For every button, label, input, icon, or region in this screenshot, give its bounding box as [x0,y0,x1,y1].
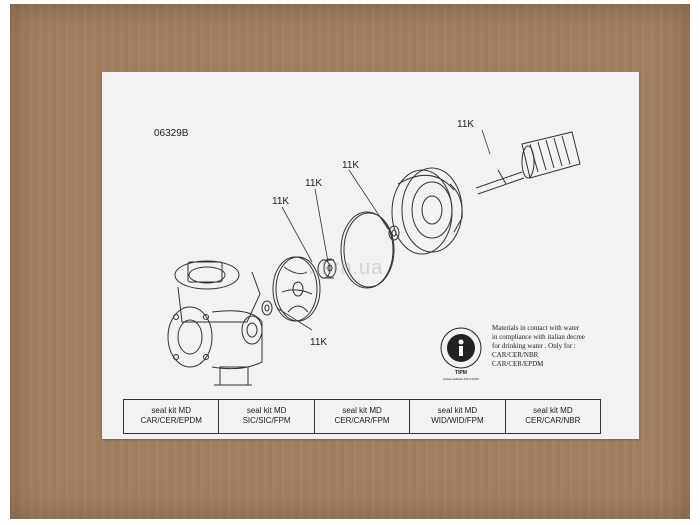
certification-logo-text: TIPM [455,370,467,376]
callout-leaders [276,129,491,331]
seal-kit-cell: seal kit MD CAR/CER/EPDM [124,400,220,433]
motor-shaft-illustration [475,131,581,195]
pump-body-illustration [167,260,263,386]
callout-label: 11K [310,337,327,348]
seal-kit-cell: seal kit MD SIC/SIC/FPM [219,400,315,433]
seal-kit-title: seal kit MD [533,406,573,415]
seal-kit-title: seal kit MD [342,406,382,415]
certification-line: for drinking water . Only for : [492,342,576,350]
seal-kit-code: CER/CAR/NBR [525,416,581,425]
part-code: 06329B [154,128,189,139]
certification-line: CAR/CER/NBR [492,351,539,359]
exploded-pump-drawing: 11K 11K 11K 11K 11K [167,119,581,386]
o-ring-illustration [340,211,395,289]
seal-kit-title: seal kit MD [151,406,191,415]
seal-cover-illustration [391,167,463,255]
certification-line: CAR/CER/EPDM [492,360,544,368]
seal-kit-cell: seal kit MD WID/WID/FPM [410,400,506,433]
seal-kit-code: CER/CAR/FPM [334,416,390,425]
seal-kit-cell: seal kit MD CER/CAR/FPM [315,400,411,433]
certification-line: Materials in contact with water [492,324,580,332]
drinking-water-certification: TIPM prodotto qualificato D.M.174/2004 M… [432,324,602,394]
impeller-nut-illustration [261,300,273,316]
certification-logo-subtext: prodotto qualificato D.M.174/2004 [443,378,480,381]
seal-kit-table: seal kit MD CAR/CER/EPDM seal kit MD SIC… [123,399,601,434]
certification-line: in compliance with italian decree [492,333,585,341]
seal-kit-title: seal kit MD [246,406,287,415]
callout-label: 11K [457,119,474,130]
seal-kit-code: SIC/SIC/FPM [242,416,291,425]
seal-kit-code: CAR/CER/EPDM [140,416,202,425]
product-label: 06329B [102,72,639,439]
callout-label: 11K [272,196,289,207]
seal-kit-code: WID/WID/FPM [431,416,484,425]
callout-label: 11K [342,160,359,171]
watermark: ...krn.ua [302,257,384,279]
certification-logo-icon: TIPM prodotto qualificato D.M.174/2004 [440,327,482,381]
cardboard-box: 06329B [10,4,690,519]
seal-kit-title: seal kit MD [437,406,478,415]
certification-text: Materials in contact with water in compl… [492,324,602,369]
seal-kit-cell: seal kit MD CER/CAR/NBR [506,400,600,433]
callout-label: 11K [305,178,322,189]
